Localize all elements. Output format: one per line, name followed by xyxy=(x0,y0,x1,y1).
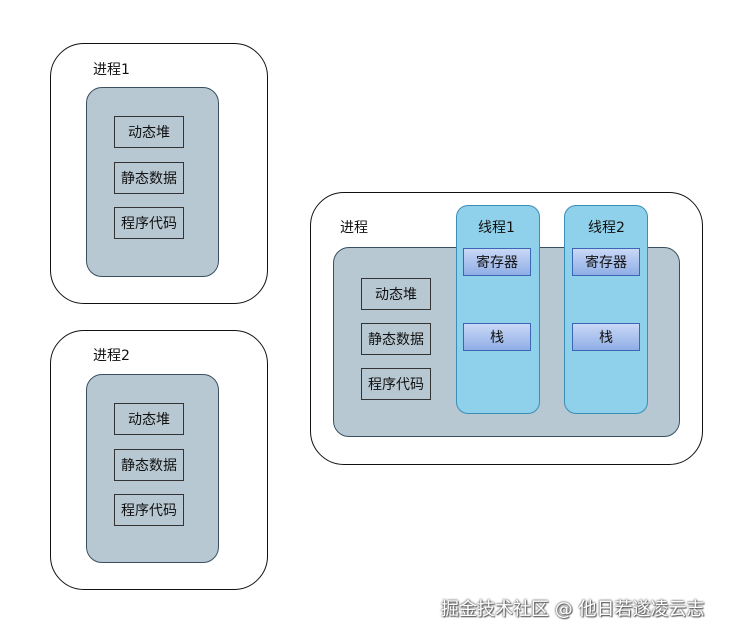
thread-2-box xyxy=(564,205,648,414)
process-2-heap: 动态堆 xyxy=(114,403,184,435)
process-static-data: 静态数据 xyxy=(361,323,431,355)
process-1-heap: 动态堆 xyxy=(114,116,184,148)
process-2-static-data: 静态数据 xyxy=(114,449,184,481)
thread-1-stack: 栈 xyxy=(463,323,531,351)
process-1-code: 程序代码 xyxy=(114,207,184,239)
process-2-code: 程序代码 xyxy=(114,494,184,526)
thread-2-register: 寄存器 xyxy=(572,248,640,276)
thread-2-title: 线程2 xyxy=(588,220,625,236)
process-heap: 动态堆 xyxy=(361,278,431,310)
thread-1-register: 寄存器 xyxy=(463,248,531,276)
process-1-title: 进程1 xyxy=(93,62,130,78)
process-code: 程序代码 xyxy=(361,368,431,400)
thread-1-box xyxy=(456,205,540,414)
watermark: 掘金技术社区 @ 他日若遂凌云志 xyxy=(441,599,705,620)
thread-1-title: 线程1 xyxy=(478,220,515,236)
process-2-title: 进程2 xyxy=(93,348,130,364)
process-1-static-data: 静态数据 xyxy=(114,162,184,194)
thread-2-stack: 栈 xyxy=(572,323,640,351)
process-title: 进程 xyxy=(340,220,368,236)
